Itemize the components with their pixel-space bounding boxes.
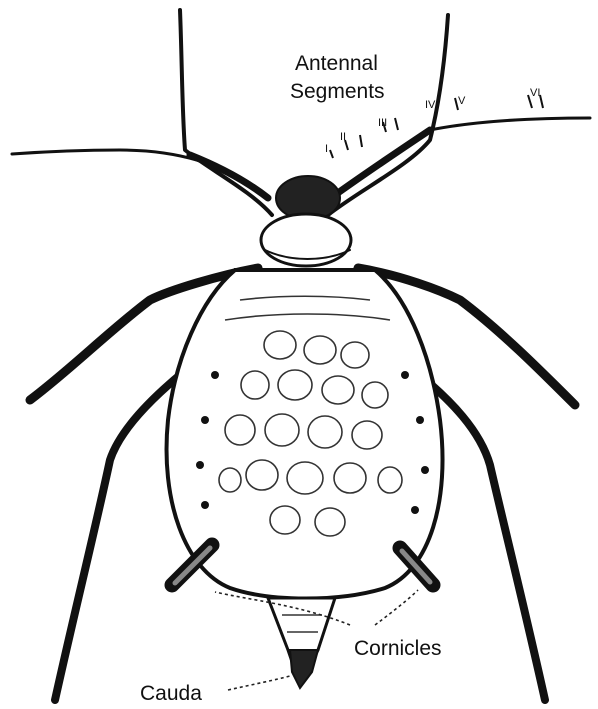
antenna-numeral-3: III [378, 117, 387, 129]
cauda [268, 598, 335, 688]
leader-cornicles-right [375, 590, 418, 625]
antenna-numeral-6: VI [530, 87, 540, 99]
label-cauda: Cauda [140, 682, 202, 705]
leader-cauda [228, 676, 290, 690]
label-antennal: Antennal [295, 52, 378, 75]
antenna-numeral-5: V [458, 95, 466, 107]
antenna-numeral-2: II [340, 131, 346, 143]
head-thorax [261, 176, 351, 266]
antenna-numeral-1: I [325, 143, 328, 155]
antenna-numeral-4: IV [425, 99, 436, 111]
label-cornicles: Cornicles [354, 637, 442, 660]
label-segments: Segments [290, 80, 385, 103]
